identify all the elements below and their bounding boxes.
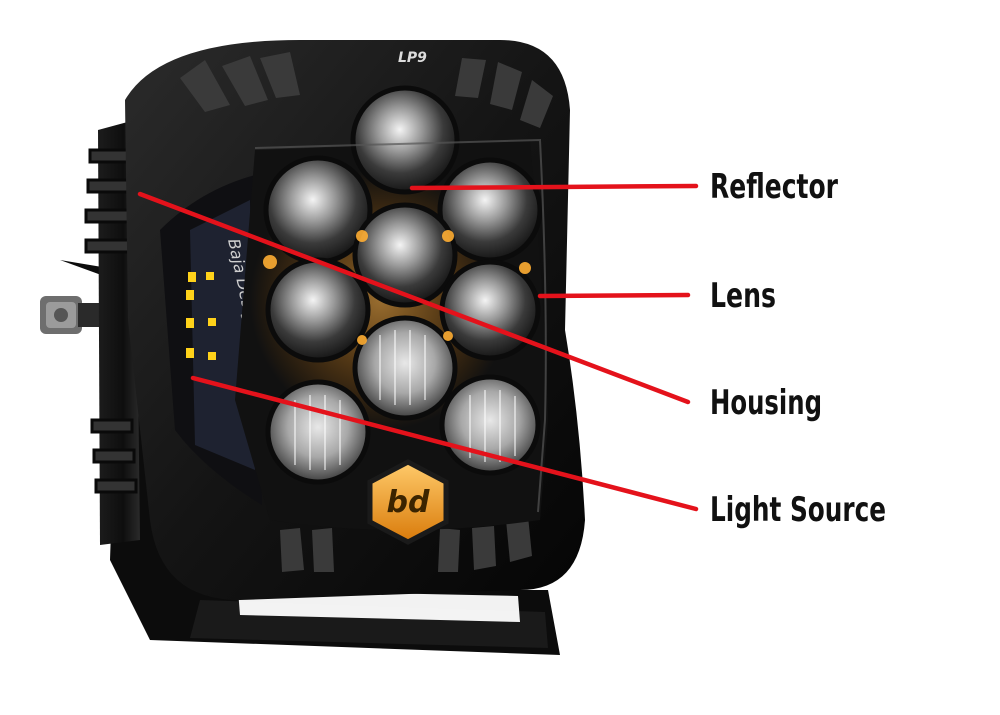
mounting-bolt [40,296,106,334]
model-badge: LP9 [398,50,427,66]
reflector-cup [439,259,541,361]
top-vents [180,52,553,128]
wide-beam-cup [352,315,458,421]
light-source-callout-line [190,375,699,512]
bottom-vents [280,516,532,572]
lens-callout-line [537,292,691,299]
reflector-cup [352,202,458,308]
light-fixture: Baja Designs [40,40,585,655]
brand-logo-text: bd [387,485,430,520]
brand-logo: bd [367,459,449,545]
light-source-label: Light Source [710,490,886,530]
reflector-callout-line [409,183,699,191]
wide-beam-cup [439,374,541,476]
reflector-array [263,85,543,485]
reflector-cup [350,85,460,195]
lens-label: Lens [710,276,776,316]
wide-beam-cup [265,379,371,485]
housing-label: Housing [710,383,822,423]
reflector-label: Reflector [710,167,838,207]
housing-callout-line [137,191,691,405]
cooling-fins [84,120,140,545]
lens-outline [254,138,547,513]
